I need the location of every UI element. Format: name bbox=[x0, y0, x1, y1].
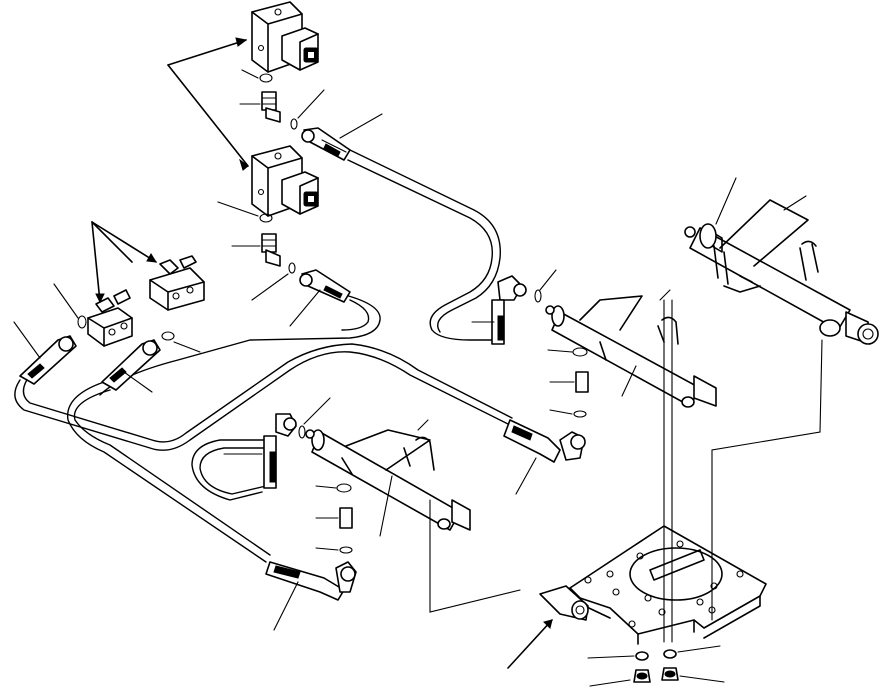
tube-clamp-assembly-lower bbox=[305, 419, 471, 537]
o-ring-right bbox=[534, 269, 589, 418]
hose-fitting-bottom bbox=[265, 561, 357, 631]
o-ring-upper-2 bbox=[290, 89, 325, 130]
o-ring-lower bbox=[217, 201, 273, 223]
hose-fitting-left-2 bbox=[101, 339, 161, 393]
hose-fitting-right-elbow bbox=[471, 275, 527, 345]
tube-clamp-assembly-middle bbox=[545, 289, 717, 408]
hose-left-long-2 bbox=[22, 343, 513, 443]
hose-left-long bbox=[14, 351, 511, 451]
tube-clamp-assembly-top bbox=[684, 177, 879, 345]
bolt-lines bbox=[429, 299, 823, 643]
hose-routes bbox=[14, 149, 513, 563]
hose-lower-loop-2 bbox=[199, 447, 271, 495]
o-ring-lower-2 bbox=[251, 262, 296, 301]
leader-arrows-solenoid bbox=[167, 37, 249, 171]
washer-nut-set bbox=[587, 645, 725, 687]
leader-arrows-block bbox=[91, 221, 157, 304]
hose-fitting-upper bbox=[301, 113, 383, 161]
block-valve-left bbox=[87, 289, 133, 347]
o-ring-upper bbox=[241, 69, 273, 83]
hose-middle-loop-2 bbox=[341, 299, 370, 331]
hose-upper-right bbox=[347, 159, 499, 341]
elbow-fitting-upper bbox=[239, 91, 281, 123]
o-ring-lower-group bbox=[298, 397, 353, 554]
hose-fitting-lower-elbow bbox=[223, 413, 297, 489]
hose-fitting-left-1 bbox=[13, 321, 77, 385]
elbow-fitting-lower bbox=[231, 233, 281, 267]
mounting-plate bbox=[507, 525, 767, 669]
block-valve-right bbox=[149, 255, 205, 311]
solenoid-valve-lower bbox=[251, 145, 319, 217]
hose-upper-right-2 bbox=[349, 149, 501, 333]
hose-fitting-right-lower bbox=[503, 419, 586, 495]
o-ring-block bbox=[53, 283, 201, 353]
hose-fitting-middle bbox=[289, 269, 351, 327]
hose-lower-loop bbox=[191, 439, 269, 501]
solenoid-valve-upper bbox=[251, 1, 319, 73]
hose-left-to-bottom-2 bbox=[66, 381, 267, 563]
hose-left-to-bottom bbox=[73, 389, 271, 556]
